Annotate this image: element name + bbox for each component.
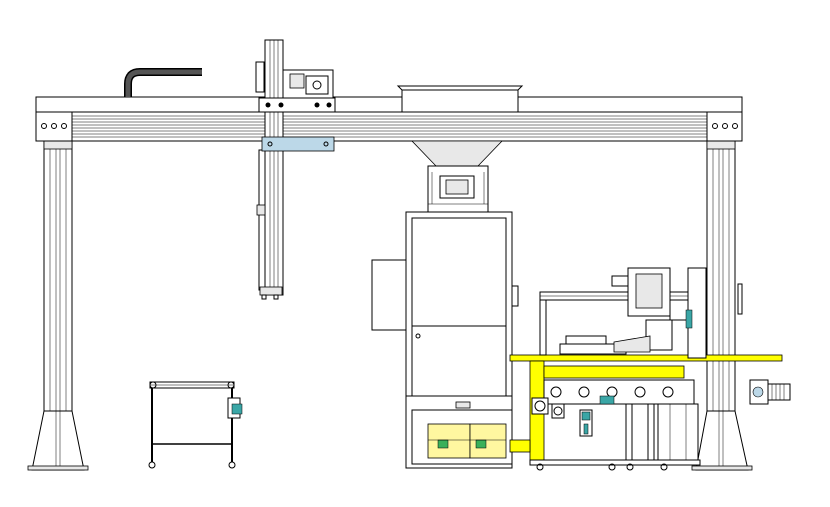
control-panel bbox=[371, 259, 408, 331]
right-column bbox=[691, 140, 753, 471]
left-column bbox=[27, 140, 89, 471]
robot-carriage bbox=[255, 61, 336, 152]
hopper bbox=[396, 85, 524, 213]
storage-boxes bbox=[411, 409, 513, 465]
motor-unit bbox=[749, 379, 791, 405]
bag-conveyor-station bbox=[529, 267, 743, 471]
gantry-beam bbox=[35, 96, 743, 142]
roller-conveyor bbox=[148, 381, 243, 469]
cable-hose bbox=[124, 68, 202, 97]
